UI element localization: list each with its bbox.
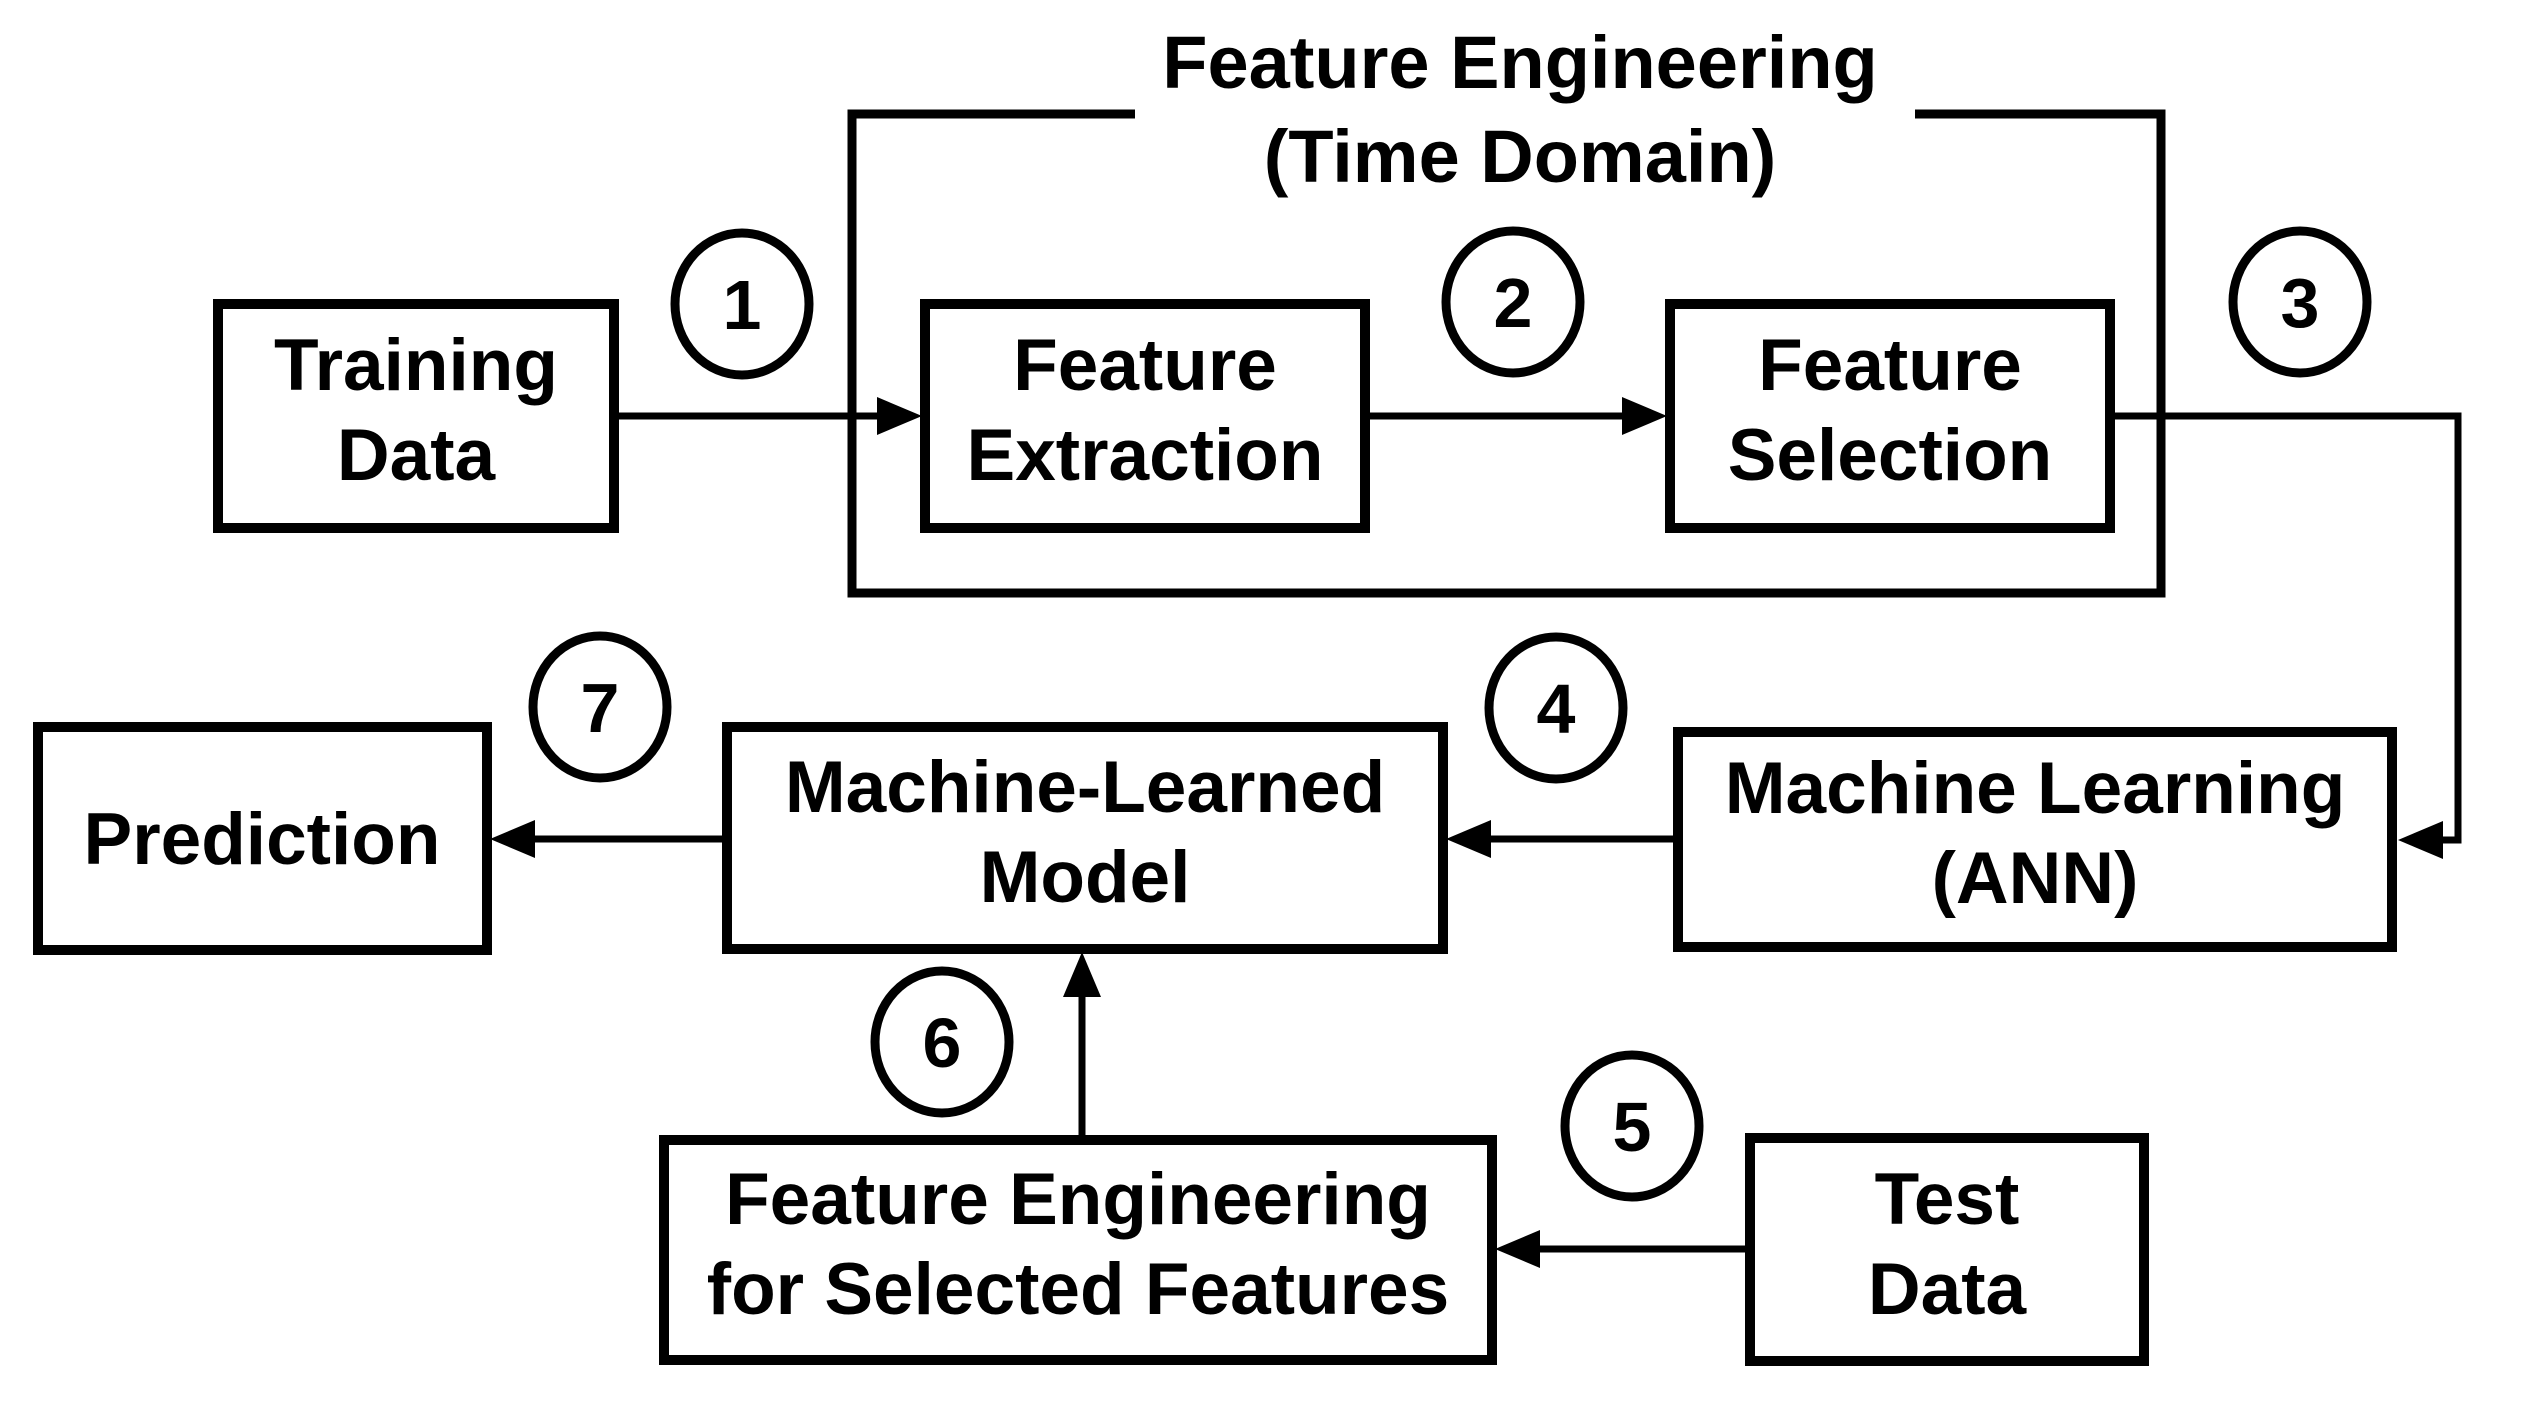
step-7-circle xyxy=(528,631,672,783)
step-5-badge: 5 xyxy=(1560,1050,1704,1202)
machine-learning-ann-box xyxy=(1673,727,2397,952)
step-3-circle xyxy=(2228,226,2372,378)
arrow-1-head xyxy=(877,397,922,435)
step-1-number: 1 xyxy=(723,266,762,344)
feature-extraction-label-line1: Feature xyxy=(1013,325,1277,406)
arrow-2-head xyxy=(1622,397,1667,435)
feature-engineering-selected-box xyxy=(659,1135,1497,1365)
node-feature-engineering-selected: Feature Engineering for Selected Feature… xyxy=(659,1135,1497,1365)
prediction-box xyxy=(33,722,492,955)
step-2-badge: 2 xyxy=(1441,226,1585,378)
arrow-1 xyxy=(614,397,922,435)
training-data-label-line1: Training xyxy=(274,325,558,406)
arrow-5-head xyxy=(1495,1230,1540,1268)
feature-selection-label-line2: Selection xyxy=(1728,415,2053,496)
step-6-number: 6 xyxy=(923,1004,962,1082)
feature-extraction-label-line2: Extraction xyxy=(967,415,1324,496)
arrow-3-head xyxy=(2398,821,2443,859)
step-5-circle xyxy=(1560,1050,1704,1202)
feature-engineering-group-box xyxy=(847,109,2166,598)
group-title-line1: Feature Engineering xyxy=(1162,21,1877,104)
step-7-number: 7 xyxy=(581,669,620,747)
arrow-6 xyxy=(1063,952,1101,1140)
node-machine-learning-ann: Machine Learning (ANN) xyxy=(1673,727,2397,952)
machine-learned-model-label-line1: Machine-Learned xyxy=(785,747,1385,828)
feature-engineering-selected-label-line2: for Selected Features xyxy=(707,1249,1449,1330)
arrow-7-head xyxy=(490,820,535,858)
training-data-box xyxy=(213,299,619,533)
machine-learning-ann-label-line1: Machine Learning xyxy=(1725,748,2346,829)
step-2-number: 2 xyxy=(1494,264,1533,342)
step-7-badge: 7 xyxy=(528,631,672,783)
node-feature-selection: Feature Selection xyxy=(1665,299,2115,533)
test-data-label-line1: Test xyxy=(1875,1159,2020,1240)
arrow-4-head xyxy=(1446,820,1491,858)
arrow-7 xyxy=(490,820,727,858)
node-test-data: Test Data xyxy=(1745,1133,2149,1366)
step-3-number: 3 xyxy=(2281,264,2320,342)
node-training-data: Training Data xyxy=(213,299,619,533)
prediction-label: Prediction xyxy=(84,799,441,880)
step-4-circle xyxy=(1484,632,1628,784)
arrow-3-line xyxy=(2110,412,2462,844)
arrow-2 xyxy=(1365,397,1667,435)
test-data-label-line2: Data xyxy=(1868,1249,2028,1330)
machine-learned-model-label-line2: Model xyxy=(980,837,1191,918)
group-title-line2: (Time Domain) xyxy=(1264,115,1777,198)
arrow-4 xyxy=(1446,820,1678,858)
step-2-circle xyxy=(1441,226,1585,378)
step-4-number: 4 xyxy=(1537,670,1576,748)
feature-selection-box xyxy=(1665,299,2115,533)
step-5-number: 5 xyxy=(1613,1088,1652,1166)
step-1-circle xyxy=(670,228,814,380)
node-feature-extraction: Feature Extraction xyxy=(920,299,1370,533)
node-machine-learned-model: Machine-Learned Model xyxy=(722,722,1448,954)
machine-learned-model-box xyxy=(722,722,1448,954)
step-1-badge: 1 xyxy=(670,228,814,380)
machine-learning-ann-label-line2: (ANN) xyxy=(1932,838,2139,919)
feature-engineering-selected-label-line1: Feature Engineering xyxy=(725,1159,1431,1240)
test-data-box xyxy=(1745,1133,2149,1366)
step-6-circle xyxy=(870,966,1014,1118)
feature-extraction-box xyxy=(920,299,1370,533)
step-3-badge: 3 xyxy=(2228,226,2372,378)
step-4-badge: 4 xyxy=(1484,632,1628,784)
feature-selection-label-line1: Feature xyxy=(1758,325,2022,406)
step-6-badge: 6 xyxy=(870,966,1014,1118)
arrow-3 xyxy=(2110,412,2462,859)
arrow-5 xyxy=(1495,1230,1750,1268)
training-data-label-line2: Data xyxy=(337,415,497,496)
node-prediction: Prediction xyxy=(33,722,492,955)
arrow-6-head xyxy=(1063,952,1101,997)
